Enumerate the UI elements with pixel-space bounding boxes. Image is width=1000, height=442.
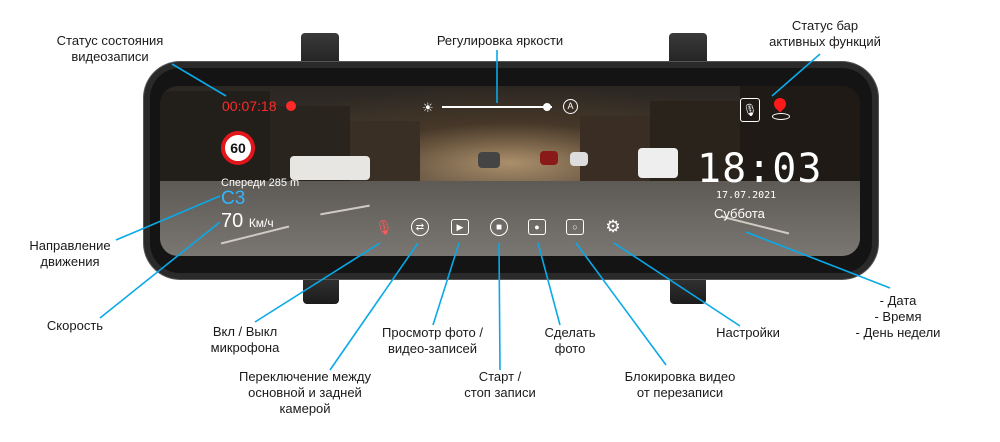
annotation-lock-video: Блокировка видео от перезаписи: [624, 369, 736, 400]
mirror-mount-bottom-left: [303, 268, 339, 304]
annotation-status-bar: Статус бар активных функций: [769, 18, 881, 49]
camera-icon: ●: [528, 219, 546, 235]
speed-readout: 70 Км/ч: [221, 210, 274, 233]
speed-value: 70: [221, 210, 244, 232]
gear-icon: ⚙: [605, 217, 621, 236]
settings-button[interactable]: ⚙: [602, 216, 624, 238]
gps-status-icon-base: [772, 113, 790, 120]
annotation-take-photo: Сделать фото: [544, 325, 596, 356]
record-start-stop-button[interactable]: ■: [488, 216, 510, 238]
car: [540, 151, 558, 165]
playback-button[interactable]: ▶: [449, 216, 471, 238]
van: [638, 148, 678, 178]
microphone-icon: 🎙: [375, 218, 393, 235]
brightness-slider-handle[interactable]: [542, 103, 551, 111]
auto-brightness-button[interactable]: A: [563, 99, 578, 114]
annotation-start-stop: Старт / стоп записи: [464, 369, 536, 400]
record-stop-icon: ■: [490, 218, 508, 236]
brightness-slider-track[interactable]: [442, 106, 552, 108]
take-photo-button[interactable]: ●: [526, 216, 548, 238]
speed-unit: Км/ч: [248, 216, 274, 230]
car: [478, 152, 500, 168]
annotation-direction: Направление движения: [29, 238, 111, 269]
speed-limit-sign: 60: [221, 131, 255, 165]
front-camera-distance: Спереди 285 m: [221, 177, 300, 189]
direction-indicator: C3: [221, 188, 246, 209]
microphone-status-icon: 🎙: [740, 98, 760, 122]
annotation-microphone: Вкл / Выкл микрофона: [210, 324, 280, 355]
mirror-mount-top-left: [301, 33, 339, 73]
microphone-toggle-button[interactable]: 🎙: [373, 216, 395, 238]
annotation-recording-status: Статус состояния видеозаписи: [56, 33, 164, 64]
dashcam-screen: [160, 86, 860, 256]
camera-switch-icon: ⇄: [411, 218, 429, 236]
annotation-speed: Скорость: [46, 318, 104, 333]
sun-icon: ☀: [422, 100, 434, 115]
annotation-date-time: - Дата - Время - День недели: [855, 293, 941, 340]
annotation-view-media: Просмотр фото / видео-записей: [382, 325, 483, 356]
limousine: [290, 156, 370, 180]
mirror-mount-top-right: [669, 33, 707, 73]
date: 17.07.2021: [716, 190, 777, 201]
annotation-settings: Настройки: [716, 325, 780, 340]
play-icon: ▶: [451, 219, 469, 235]
weekday: Суббота: [714, 206, 765, 221]
recording-indicator-dot: [286, 101, 296, 111]
lock-camera-icon: ○: [566, 219, 584, 235]
annotation-camera-switch: Переключение между основной и задней кам…: [238, 369, 371, 416]
annotation-brightness: Регулировка яркости: [436, 33, 564, 48]
camera-switch-button[interactable]: ⇄: [409, 216, 431, 238]
clock: 18:03: [697, 146, 823, 192]
car: [570, 152, 588, 166]
mirror-mount-bottom-right: [670, 268, 706, 304]
recording-timer: 00:07:18: [222, 98, 277, 114]
lock-video-button[interactable]: ○: [564, 216, 586, 238]
